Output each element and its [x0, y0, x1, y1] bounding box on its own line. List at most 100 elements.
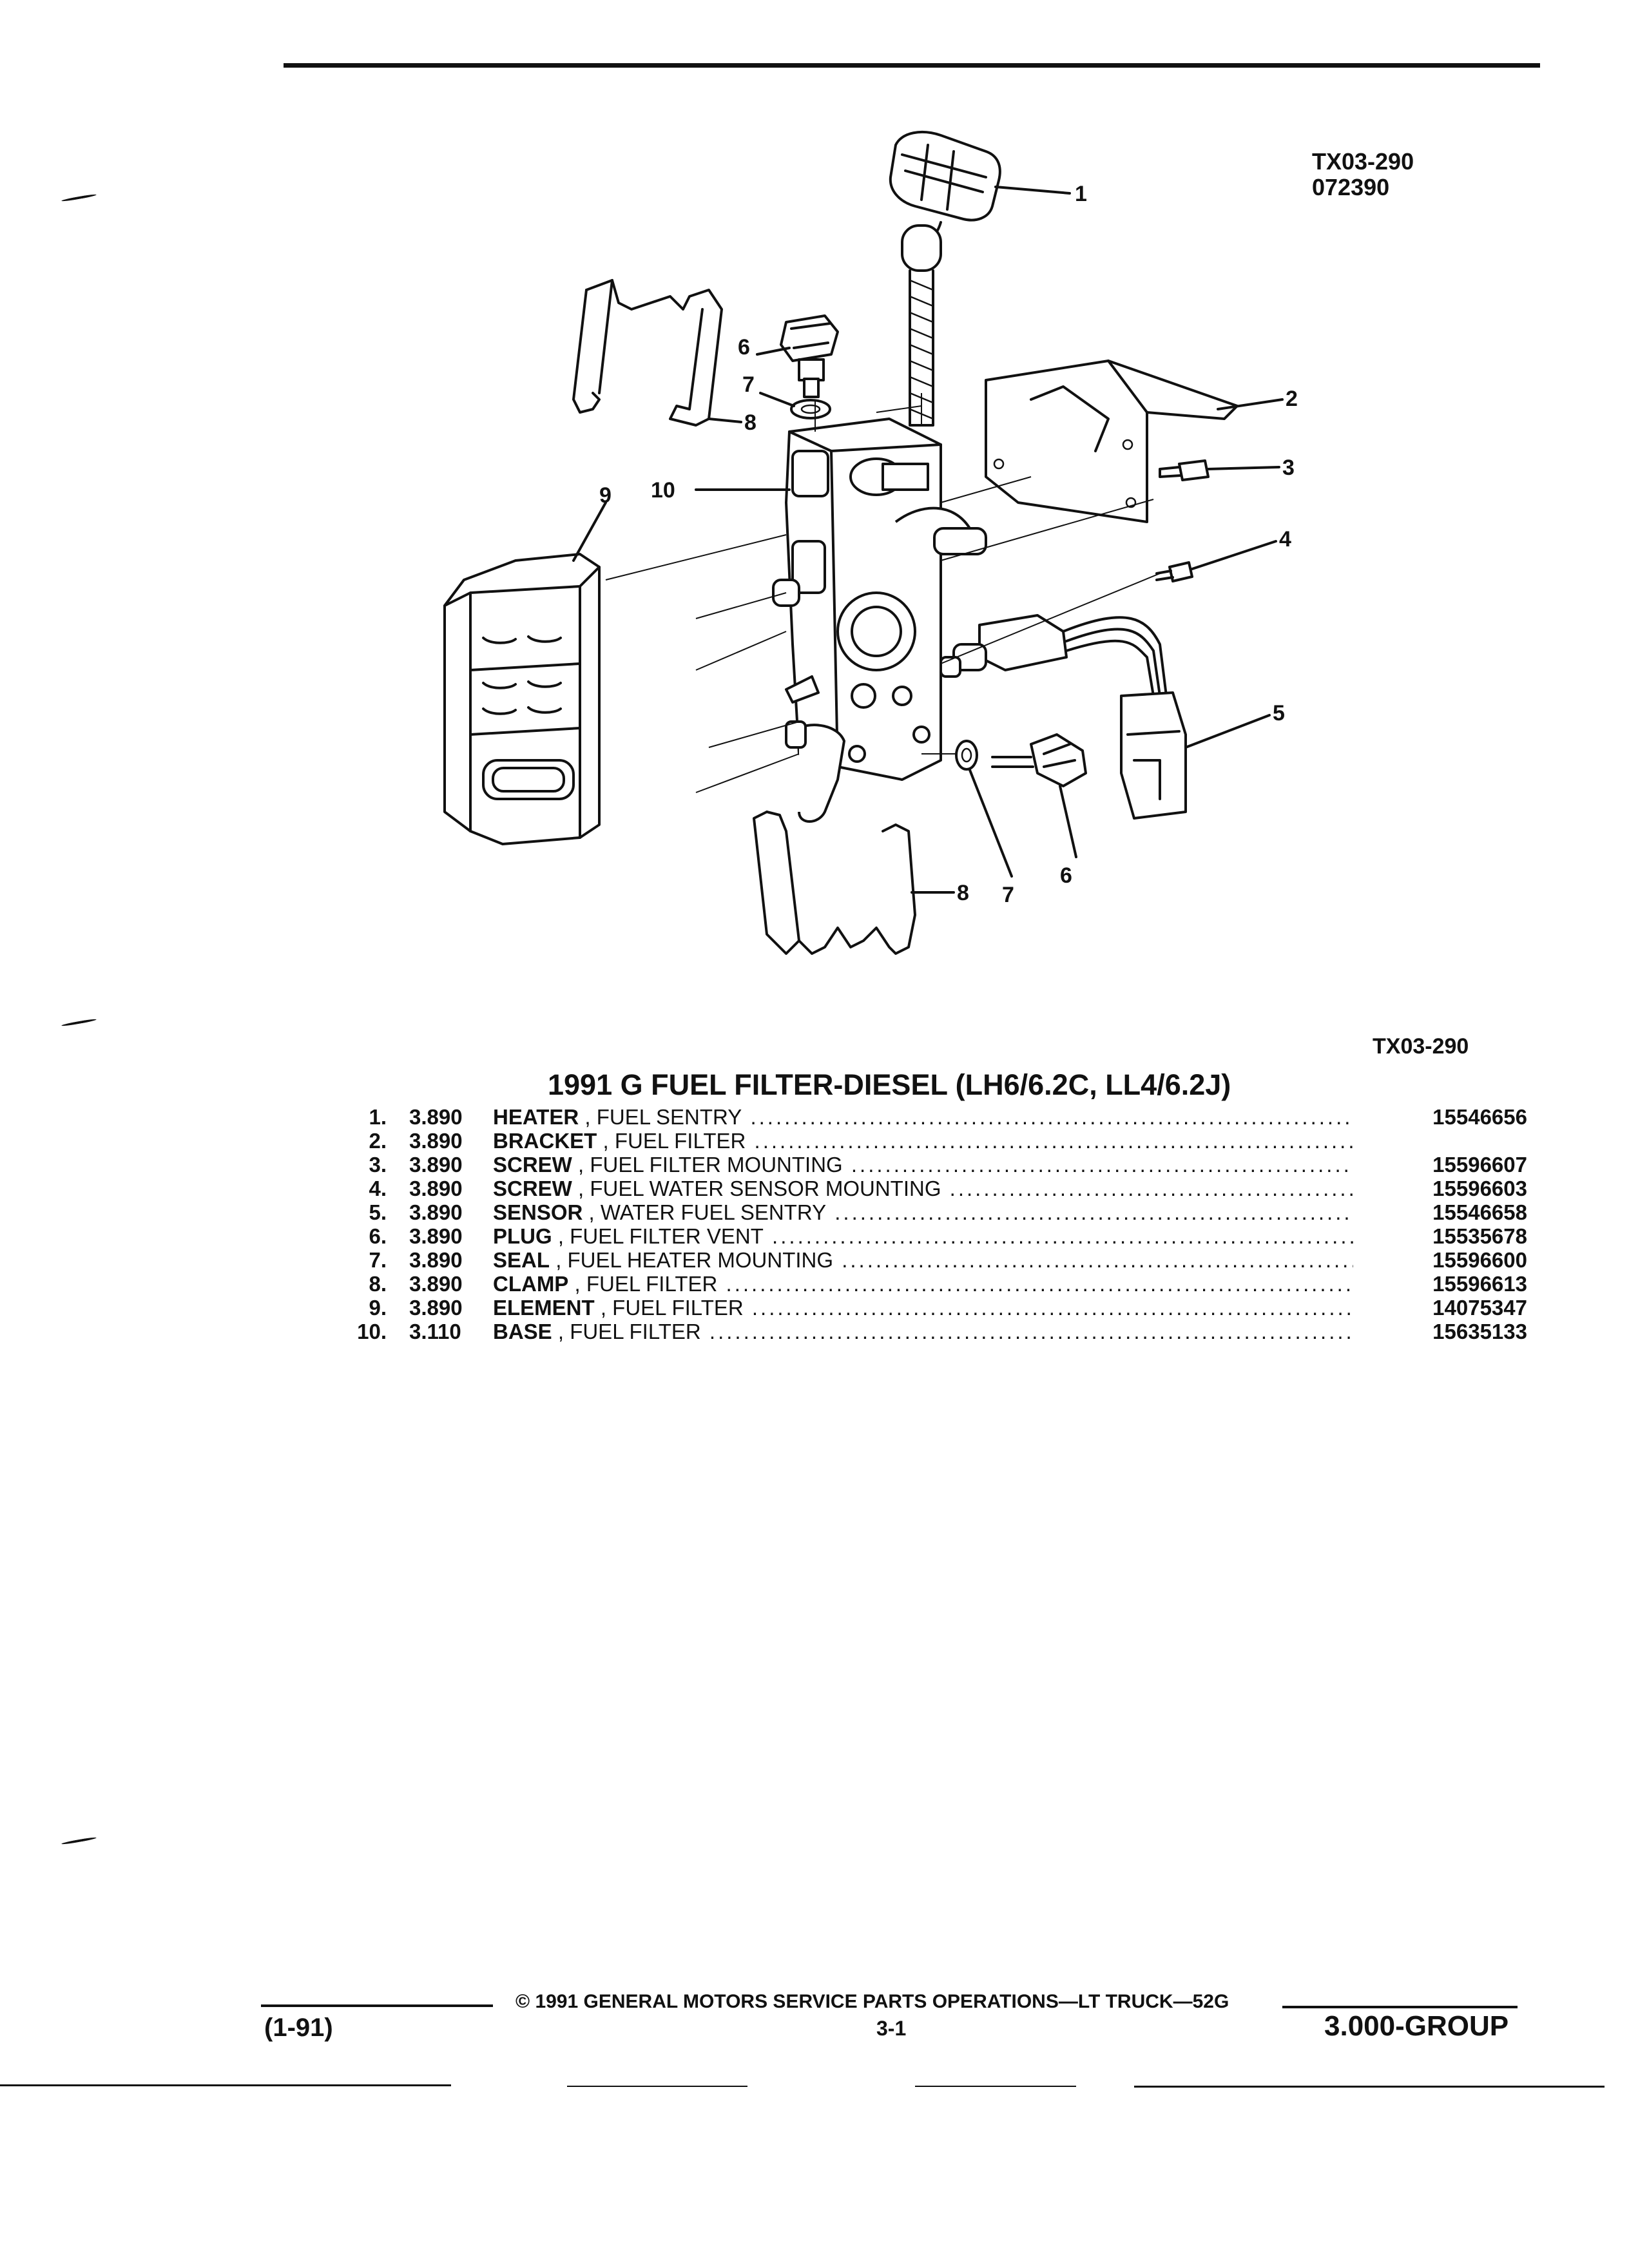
callout-9: 9 — [599, 483, 612, 508]
footer-group: 3.000-GROUP — [1324, 2010, 1509, 2042]
group-number: 3.890 — [409, 1177, 463, 1200]
part-description: BRACKET , FUEL FILTER ..................… — [493, 1129, 1353, 1153]
part-description: CLAMP , FUEL FILTER ....................… — [493, 1272, 1353, 1296]
footer-page-number: 3-1 — [876, 2017, 907, 2040]
alignment-lines — [605, 393, 1161, 793]
callout-4: 4 — [1279, 527, 1291, 552]
part-name: SEAL — [493, 1248, 550, 1272]
bottom-edge-rule — [1134, 2086, 1605, 2088]
footer-copyright: © 1991 GENERAL MOTORS SERVICE PARTS OPER… — [516, 1991, 1229, 2012]
binder-mark — [61, 1836, 97, 1845]
callout-8-top: 8 — [744, 410, 757, 435]
part-name: BRACKET — [493, 1129, 597, 1153]
part-name: BASE — [493, 1320, 552, 1343]
group-number: 3.890 — [409, 1272, 463, 1296]
clamp-top — [572, 279, 742, 427]
part-number: 15546658 — [1432, 1200, 1527, 1224]
item-number: 8. — [369, 1272, 387, 1296]
part-number: 15596600 — [1432, 1248, 1527, 1272]
vent-plug-top — [756, 314, 839, 398]
part-desc: , FUEL SENTRY — [584, 1105, 742, 1129]
group-number: 3.110 — [409, 1320, 461, 1343]
part-row: 4. 3.890 SCREW , FUEL WATER SENSOR MOUNT… — [348, 1177, 1527, 1200]
part-row: 9. 3.890 ELEMENT , FUEL FILTER .........… — [348, 1296, 1527, 1320]
part-name: SCREW — [493, 1153, 572, 1177]
part-desc: , FUEL FILTER — [574, 1272, 718, 1296]
clamp-bottom — [753, 811, 955, 955]
item-number: 3. — [369, 1153, 387, 1177]
part-number: 15596607 — [1432, 1153, 1527, 1177]
bracket-part — [985, 360, 1284, 523]
part-description: BASE , FUEL FILTER .....................… — [493, 1320, 1353, 1343]
part-desc: , FUEL FILTER MOUNTING — [578, 1153, 843, 1177]
part-description: ELEMENT , FUEL FILTER ..................… — [493, 1296, 1353, 1320]
part-number: 15596603 — [1432, 1177, 1527, 1200]
vent-plug-bottom — [991, 733, 1087, 858]
part-description: HEATER , FUEL SENTRY ...................… — [493, 1105, 1353, 1129]
item-number: 4. — [369, 1177, 387, 1200]
exploded-parts-diagram: 1 6 7 8 — [387, 116, 1302, 1005]
part-row: 5. 3.890 SENSOR , WATER FUEL SENTRY ....… — [348, 1200, 1527, 1224]
part-row: 6. 3.890 PLUG , FUEL FILTER VENT .......… — [348, 1224, 1527, 1248]
filter-element-part — [443, 501, 607, 845]
group-number: 3.890 — [409, 1296, 463, 1320]
callout-7-top: 7 — [742, 372, 755, 397]
group-number: 3.890 — [409, 1248, 463, 1272]
item-number: 10. — [357, 1320, 387, 1343]
bottom-edge-rule — [915, 2086, 1076, 2087]
part-desc: , FUEL FILTER — [602, 1129, 746, 1153]
part-description: SCREW , FUEL FILTER MOUNTING ...........… — [493, 1153, 1353, 1177]
group-number: 3.890 — [409, 1200, 463, 1224]
item-number: 2. — [369, 1129, 387, 1153]
seal-top — [759, 392, 831, 419]
parts-list: 1. 3.890 HEATER , FUEL SENTRY ..........… — [348, 1105, 1527, 1343]
part-description: SENSOR , WATER FUEL SENTRY .............… — [493, 1200, 1353, 1224]
diagram-caption-code: TX03-290 — [1373, 1034, 1469, 1059]
footer-revision: (1-91) — [264, 2013, 333, 2042]
top-rule — [284, 63, 1540, 68]
group-number: 3.890 — [409, 1224, 463, 1248]
callout-6-top: 6 — [738, 335, 750, 360]
part-number: 15546656 — [1432, 1105, 1527, 1129]
item-number: 7. — [369, 1248, 387, 1272]
callout-3: 3 — [1282, 456, 1295, 480]
seal-bottom — [955, 740, 1013, 878]
illustration-code: TX03-290 — [1312, 148, 1414, 175]
part-row: 2. 3.890 BRACKET , FUEL FILTER .........… — [348, 1129, 1527, 1153]
part-row: 3. 3.890 SCREW , FUEL FILTER MOUNTING ..… — [348, 1153, 1527, 1177]
part-name: PLUG — [493, 1224, 552, 1248]
group-number: 3.890 — [409, 1153, 463, 1177]
part-desc: , FUEL FILTER — [600, 1296, 744, 1320]
binder-mark — [61, 193, 97, 202]
part-name: CLAMP — [493, 1272, 569, 1296]
illustration-date: 072390 — [1312, 174, 1390, 200]
bottom-edge-rule — [567, 2086, 747, 2087]
part-desc: , FUEL FILTER VENT — [557, 1224, 764, 1248]
part-description: SEAL , FUEL HEATER MOUNTING ............… — [493, 1248, 1353, 1272]
item-number: 6. — [369, 1224, 387, 1248]
part-row: 1. 3.890 HEATER , FUEL SENTRY ..........… — [348, 1105, 1527, 1129]
part-name: SENSOR — [493, 1200, 583, 1224]
callout-7-bottom: 7 — [1002, 883, 1014, 907]
callout-5: 5 — [1273, 701, 1285, 726]
part-number: 15596613 — [1432, 1272, 1527, 1296]
binder-mark — [61, 1018, 97, 1027]
item-number: 9. — [369, 1296, 387, 1320]
part-description: SCREW , FUEL WATER SENSOR MOUNTING .....… — [493, 1177, 1353, 1200]
callout-10: 10 — [651, 478, 675, 503]
item-number: 5. — [369, 1200, 387, 1224]
callout-2: 2 — [1286, 387, 1298, 411]
part-row: 7. 3.890 SEAL , FUEL HEATER MOUNTING ...… — [348, 1248, 1527, 1272]
part-row: 8. 3.890 CLAMP , FUEL FILTER ...........… — [348, 1272, 1527, 1296]
footer-rule-right — [1282, 2006, 1518, 2008]
part-desc: , FUEL HEATER MOUNTING — [555, 1248, 834, 1272]
group-number: 3.890 — [409, 1105, 463, 1129]
part-number: 15535678 — [1432, 1224, 1527, 1248]
filter-base-part — [695, 418, 987, 823]
screw-mounting — [1159, 459, 1280, 481]
part-name: SCREW — [493, 1177, 572, 1200]
callout-1: 1 — [1075, 182, 1087, 206]
part-row: 10. 3.110 BASE , FUEL FILTER ...........… — [348, 1320, 1527, 1343]
group-number: 3.890 — [409, 1129, 463, 1153]
callout-6-bottom: 6 — [1060, 863, 1072, 888]
